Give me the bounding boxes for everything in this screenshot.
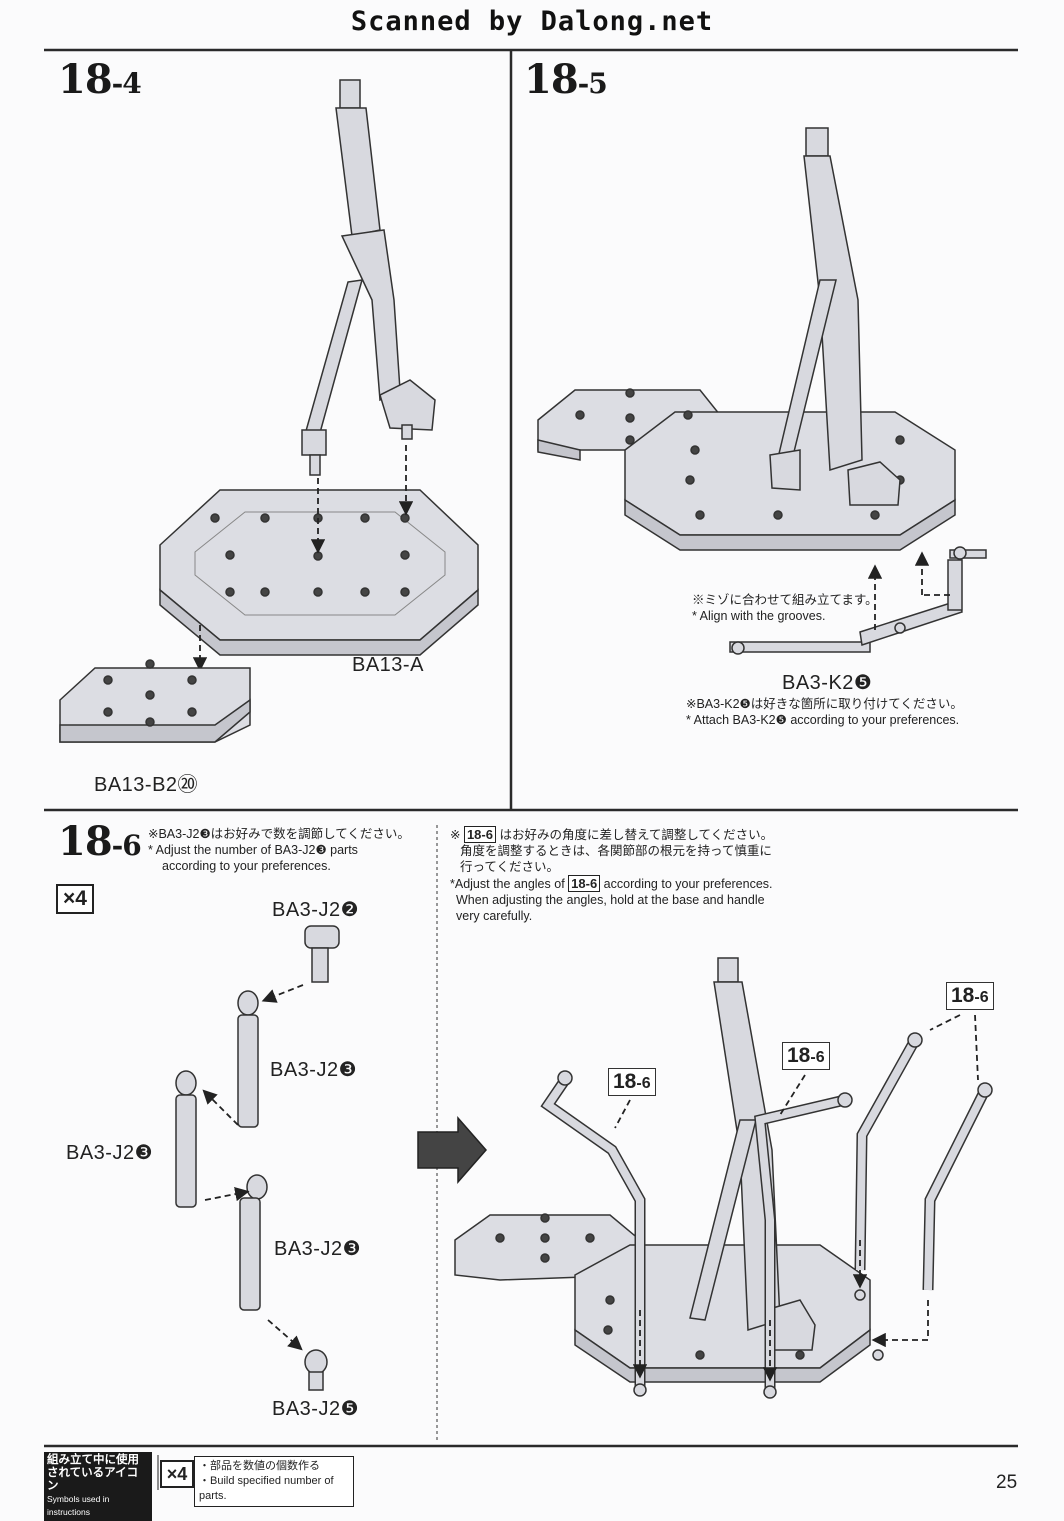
part-label-j2-5: BA3-J2❺ [272, 1398, 360, 1420]
panel-frames [44, 48, 1018, 1448]
callout-tag-18-6-middle: 18-6 [782, 1042, 830, 1070]
step-number-18-6: 18-6 [58, 818, 142, 865]
callout-tag-18-6-right: 18-6 [946, 982, 994, 1010]
groove-note-jp: ※ミゾに合わせて組み立てます。 [692, 593, 878, 607]
adjust-count-en-2: according to your preferences. [162, 859, 331, 873]
joint-parts-18-6 [175, 925, 340, 1391]
base-ba13-a [159, 489, 479, 656]
step-ref-18-6: 18-6 [463, 826, 496, 843]
assembled-stand-18-5 [537, 127, 956, 551]
angle-note-en-1: *Adjust the angles of 18-6 according to … [450, 875, 773, 892]
sub-base-ba13-b2 [59, 659, 251, 743]
legend-description: ・部品を数値の個数作る ・Build specified number of p… [194, 1456, 354, 1507]
part-label-k2: BA3-K2❺ [782, 672, 873, 694]
flow-arrow-icon [417, 1116, 487, 1184]
adjust-count-en-1: * Adjust the number of BA3-J2❸ parts [148, 843, 358, 857]
attach-note-en: * Attach BA3-K2❺ according to your prefe… [686, 713, 960, 727]
angle-note-line-1: ※ 18-6 はお好みの角度に差し替えて調整してください。 [450, 826, 774, 843]
stand-arm-18-4 [301, 79, 436, 476]
adjust-count-note: ※BA3-J2❸はお好みで数を調節してください。 * Adjust the nu… [148, 826, 410, 874]
step-ref-18-6-en: 18-6 [568, 875, 601, 892]
angle-adjust-note: ※ 18-6 はお好みの角度に差し替えて調整してください。 角度を調整するときは… [450, 826, 780, 924]
groove-note-en: * Align with the grooves. [692, 609, 826, 623]
display-arms-18-6 [540, 1032, 993, 1399]
callout-tag-18-6-left: 18-6 [608, 1068, 656, 1096]
scan-credit: Scanned by Dalong.net [350, 6, 714, 37]
part-label-j2-2: BA3-J2❷ [272, 899, 360, 921]
page-number: 25 [996, 1472, 1018, 1493]
angle-note-en-3: very carefully. [456, 909, 533, 923]
part-label-j2-3-b: BA3-J2❸ [66, 1142, 154, 1164]
attach-note-jp: ※BA3-K2❺は好きな箇所に取り付けてください。 [686, 697, 963, 711]
attach-note: ※BA3-K2❺は好きな箇所に取り付けてください。 * Attach BA3-K… [686, 696, 963, 728]
multiplier-icon: ×4 [56, 884, 94, 914]
arm-ba3-k2 [729, 546, 987, 655]
angle-note-en-2: When adjusting the angles, hold at the b… [456, 893, 765, 907]
part-label-j2-3-a: BA3-J2❸ [270, 1059, 358, 1081]
angle-note-line-3: 行ってください。 [460, 860, 560, 874]
adjust-count-jp: ※BA3-J2❸はお好みで数を調節してください。 [148, 827, 410, 841]
part-label-j2-3-c: BA3-J2❸ [274, 1238, 362, 1260]
part-label-base: BA13-A [352, 654, 424, 676]
part-label-sub-base: BA13-B2⑳ [94, 774, 199, 796]
groove-note: ※ミゾに合わせて組み立てます。 * Align with the grooves… [692, 592, 878, 624]
step-number-18-4: 18-4 [58, 56, 142, 103]
symbol-legend-title: 組み立て中に使用 されているアイコン Symbols used in instr… [44, 1452, 152, 1521]
step-number-18-5: 18-5 [524, 56, 608, 103]
angle-note-line-2: 角度を調整するときは、各関節部の根元を持って慎重に [460, 844, 772, 858]
assembled-display-18-6 [454, 957, 871, 1383]
legend-multiplier-icon: ×4 [160, 1460, 194, 1488]
